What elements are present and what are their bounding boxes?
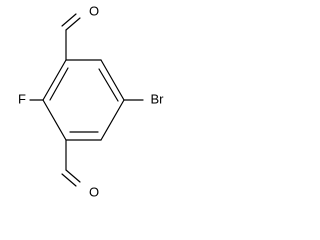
bond-cho-top-o: [65, 17, 81, 31]
ring-bond-c2-c3: [100, 59, 125, 101]
ring-bond-c3-c4: [100, 99, 125, 141]
ring-bond-c6-c1-inner: [49, 67, 69, 101]
atom-label-fluorine: F: [18, 91, 26, 106]
atom-label-oxygen-top: O: [89, 3, 99, 18]
bond-cho-bottom-o: [65, 169, 81, 183]
ring-bond-c2-c3-inner: [98, 68, 119, 102]
ring-bond-c5-c6: [42, 99, 67, 141]
ring-bond-c6-c1: [42, 59, 67, 101]
bond-cho-bottom-o-double: [61, 173, 77, 187]
bond-cho-top-o-double: [61, 13, 77, 27]
atom-label-bromine: Br: [151, 91, 165, 106]
atom-label-oxygen-bottom: O: [89, 184, 99, 199]
structure-diagram: F Br O O: [18, 3, 165, 199]
